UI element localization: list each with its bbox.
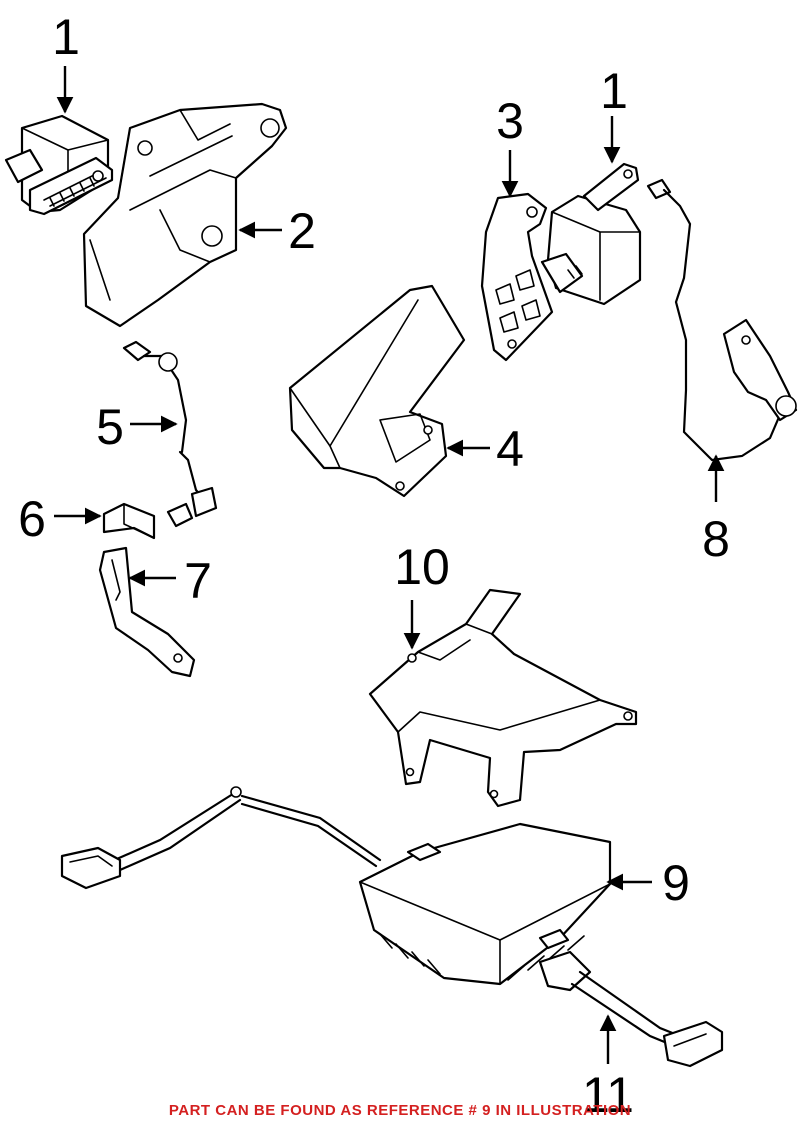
callout-6: 6 bbox=[18, 491, 46, 547]
callout-2: 2 bbox=[288, 203, 316, 259]
part-8-cable-sensor[interactable] bbox=[646, 178, 798, 462]
part-3-plate[interactable] bbox=[480, 192, 554, 362]
callout-5: 5 bbox=[96, 399, 124, 455]
part-2-bracket[interactable] bbox=[82, 102, 288, 328]
callout-8: 8 bbox=[702, 511, 730, 567]
callout-7: 7 bbox=[184, 553, 212, 609]
footer-reference-note: PART CAN BE FOUND AS REFERENCE # 9 IN IL… bbox=[168, 1102, 632, 1119]
part-5-linkage-rod[interactable] bbox=[122, 340, 218, 528]
part-10-mounting-bracket[interactable] bbox=[368, 588, 638, 808]
callout-numbers: 1 2 3 1 4 5 6 7 8 10 9 11 bbox=[18, 9, 730, 1123]
part-6-clip[interactable] bbox=[102, 502, 156, 540]
part-1-right-sensor[interactable] bbox=[540, 162, 642, 306]
callout-11: 11 bbox=[582, 1067, 634, 1123]
callout-1-left: 1 bbox=[52, 9, 80, 65]
part-9-control-module[interactable] bbox=[60, 786, 724, 1068]
callout-4: 4 bbox=[496, 421, 524, 477]
callout-10: 10 bbox=[394, 539, 450, 595]
callout-9: 9 bbox=[662, 855, 690, 911]
callout-3: 3 bbox=[496, 93, 524, 149]
part-7-bracket-arm[interactable] bbox=[98, 546, 196, 678]
part-4-cover[interactable] bbox=[288, 284, 466, 498]
part-1-left-sensor[interactable] bbox=[4, 114, 114, 216]
callout-arrows bbox=[54, 66, 725, 1064]
callout-1-right: 1 bbox=[600, 63, 628, 119]
